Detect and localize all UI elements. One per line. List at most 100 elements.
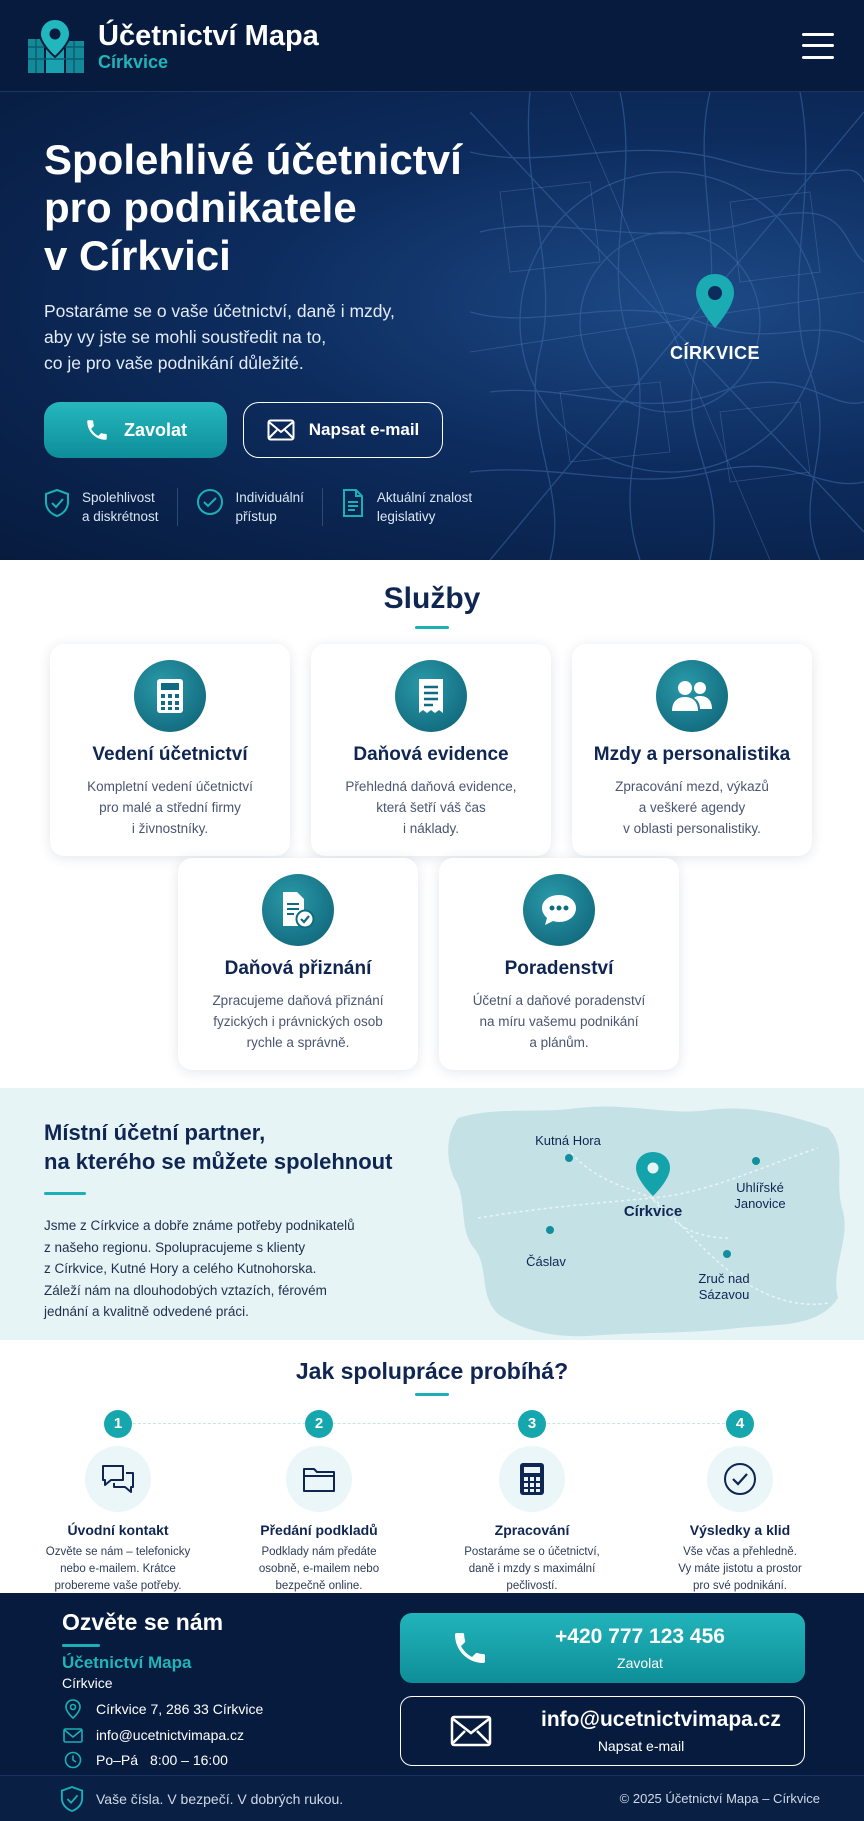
- hero-map-pin-label: CÍRKVICE: [669, 343, 760, 363]
- map-label-zruc: Zruč nad: [698, 1271, 749, 1286]
- shield-check-icon: [60, 1785, 84, 1812]
- title-underline: [62, 1644, 100, 1647]
- envelope-icon: [267, 419, 295, 441]
- phone-icon: [87, 420, 107, 440]
- hero-section: CÍRKVICE Spolehlivé účetnictví pro podni…: [0, 92, 864, 560]
- contact-section: Ozvěte se nám Účetnictví Mapa Církvice C…: [0, 1593, 864, 1775]
- map-label-caslav: Čáslav: [526, 1254, 566, 1269]
- footer-copyright: © 2025 Účetnictví Mapa – Církvice: [619, 1791, 820, 1806]
- calculator-icon: [499, 1446, 565, 1512]
- service-card-advisory[interactable]: Poradenství Účetní a daňové poradenství …: [439, 858, 679, 1070]
- service-title: Mzdy a personalistika: [593, 744, 791, 765]
- footer-tagline: Vaše čísla. V bezpečí. V dobrých rukou.: [96, 1790, 344, 1807]
- folder-icon: [286, 1446, 352, 1512]
- step-title: Zpracování: [494, 1522, 570, 1538]
- contact-hours: Po–Pá 8:00 – 16:00: [62, 1751, 382, 1769]
- step-number: 4: [726, 1410, 754, 1438]
- title-underline: [415, 1393, 449, 1396]
- step-number: 2: [305, 1410, 333, 1438]
- service-card-tax-returns[interactable]: Daňová přiznání Zpracujeme daňová přizná…: [178, 858, 418, 1070]
- service-card-tax-records[interactable]: Daňová evidence Přehledná daňová evidenc…: [311, 644, 551, 856]
- step-1: 1 Úvodní kontakt Ozvěte se nám – telefon…: [33, 1404, 203, 1595]
- service-desc: Kompletní vedení účetnictví pro malé a s…: [87, 779, 253, 836]
- site-header: Účetnictví Mapa Církvice: [0, 0, 864, 92]
- contact-town: Církvice: [62, 1675, 113, 1691]
- calculator-icon: [134, 660, 206, 732]
- map-label-cirkvice: Církvice: [624, 1203, 682, 1220]
- document-icon: [342, 489, 363, 517]
- services-title: Služby: [383, 582, 481, 615]
- service-title: Vedení účetnictví: [92, 744, 248, 765]
- chat-bubble-icon: [523, 874, 595, 946]
- chat-bubbles-icon: [85, 1446, 151, 1512]
- step-desc: Vše včas a přehledně. Vy máte jistotu a …: [678, 1546, 802, 1592]
- check-circle-icon: [196, 489, 223, 515]
- step-title: Výsledky a klid: [689, 1522, 791, 1538]
- logo-map-pin-icon: [28, 17, 84, 73]
- feature-individual: Individuální přístup: [196, 488, 323, 526]
- service-card-accounting[interactable]: Vedení účetnictví Kompletní vedení účetn…: [50, 644, 290, 856]
- shield-check-icon: [45, 488, 69, 518]
- step-3: 3 Zpracování Postaráme se o účetnictví, …: [447, 1404, 617, 1595]
- site-footer: Vaše čísla. V bezpečí. V dobrých rukou. …: [0, 1775, 864, 1821]
- receipt-icon: [395, 660, 467, 732]
- contact-phone-button[interactable]: +420 777 123 456 Zavolat: [400, 1613, 805, 1683]
- local-title: Místní účetní partner, na kterého se můž…: [44, 1120, 393, 1174]
- contact-brand: Účetnictví Mapa: [62, 1653, 192, 1672]
- contact-address: Církvice 7, 286 33 Církvice: [62, 1699, 382, 1719]
- step-2: 2 Předání podkladů Podklady nám předáte …: [234, 1404, 404, 1595]
- service-desc: Zpracujeme daňová přiznání fyzických i p…: [212, 993, 384, 1050]
- step-number: 1: [104, 1410, 132, 1438]
- step-title: Předání podkladů: [260, 1522, 378, 1538]
- feature-reliability: Spolehlivost a diskrétnost: [44, 488, 178, 526]
- title-underline: [415, 626, 449, 629]
- step-4: 4 Výsledky a klid Vše včas a přehledně. …: [655, 1404, 825, 1595]
- feature-legislation: Aktuální znalost legislativy: [341, 488, 490, 526]
- service-desc: Zpracování mezd, výkazů a veškeré agendy…: [615, 779, 769, 836]
- phone-label: Zavolat: [617, 1655, 663, 1671]
- step-desc: Ozvěte se nám – telefonicky nebo e-maile…: [45, 1546, 191, 1592]
- phone-number: +420 777 123 456: [555, 1625, 725, 1648]
- call-button[interactable]: Zavolat: [44, 402, 227, 458]
- services-section: Služby Vedení účetnictví Kompletní veden…: [0, 560, 864, 1088]
- envelope-icon: [450, 1715, 492, 1747]
- location-pin-icon: [65, 1699, 81, 1719]
- tax-document-check-icon: [262, 874, 334, 946]
- service-title: Poradenství: [504, 958, 614, 979]
- hero-map-pin: CÍRKVICE: [655, 272, 775, 364]
- step-number: 3: [518, 1410, 546, 1438]
- email-address: info@ucetnictvimapa.cz: [541, 1708, 781, 1731]
- service-title: Daňová přiznání: [224, 958, 372, 979]
- hero-subtitle: Postaráme se o vaše účetnictví, daně i m…: [44, 301, 395, 373]
- logo[interactable]: Účetnictví Mapa Církvice: [26, 17, 319, 75]
- service-card-payroll[interactable]: Mzdy a personalistika Zpracování mezd, v…: [572, 644, 812, 856]
- people-icon: [656, 660, 728, 732]
- step-desc: Podklady nám předáte osobně, e-mailem ne…: [258, 1546, 380, 1592]
- steps-connector: [118, 1423, 740, 1424]
- map-pin-icon: [696, 274, 734, 328]
- hamburger-menu-icon[interactable]: [802, 32, 834, 59]
- hero-map-background: [470, 92, 864, 560]
- clock-icon: [64, 1751, 82, 1769]
- envelope-icon: [63, 1727, 83, 1743]
- title-underline: [44, 1192, 86, 1195]
- contact-email-button[interactable]: info@ucetnictvimapa.cz Napsat e-mail: [400, 1696, 805, 1766]
- contact-title: Ozvěte se nám: [62, 1609, 224, 1635]
- email-button[interactable]: Napsat e-mail: [243, 402, 443, 458]
- process-title: Jak spolupráce probíhá?: [295, 1358, 569, 1384]
- brand-town: Církvice: [98, 51, 169, 72]
- map-label-kutna-hora: Kutná Hora: [535, 1133, 602, 1148]
- phone-icon: [455, 1633, 485, 1663]
- brand-name: Účetnictví Mapa: [98, 19, 319, 52]
- local-text: Jsme z Církvice a dobře známe potřeby po…: [44, 1218, 355, 1319]
- step-title: Úvodní kontakt: [67, 1522, 169, 1538]
- region-map: Kutná Hora Církvice Uhlířské Janovice Čá…: [448, 1106, 845, 1337]
- process-section: Jak spolupráce probíhá? 1 Úvodní kontakt…: [0, 1340, 864, 1593]
- hero-title: Spolehlivé účetnictví pro podnikatele v …: [44, 136, 462, 279]
- email-label: Napsat e-mail: [597, 1738, 685, 1754]
- check-circle-icon: [707, 1446, 773, 1512]
- map-label-sazavou: Sázavou: [699, 1287, 750, 1302]
- contact-email[interactable]: info@ucetnictvimapa.cz: [62, 1727, 382, 1743]
- service-title: Daňová evidence: [353, 744, 509, 765]
- map-label-janovice: Janovice: [734, 1196, 785, 1211]
